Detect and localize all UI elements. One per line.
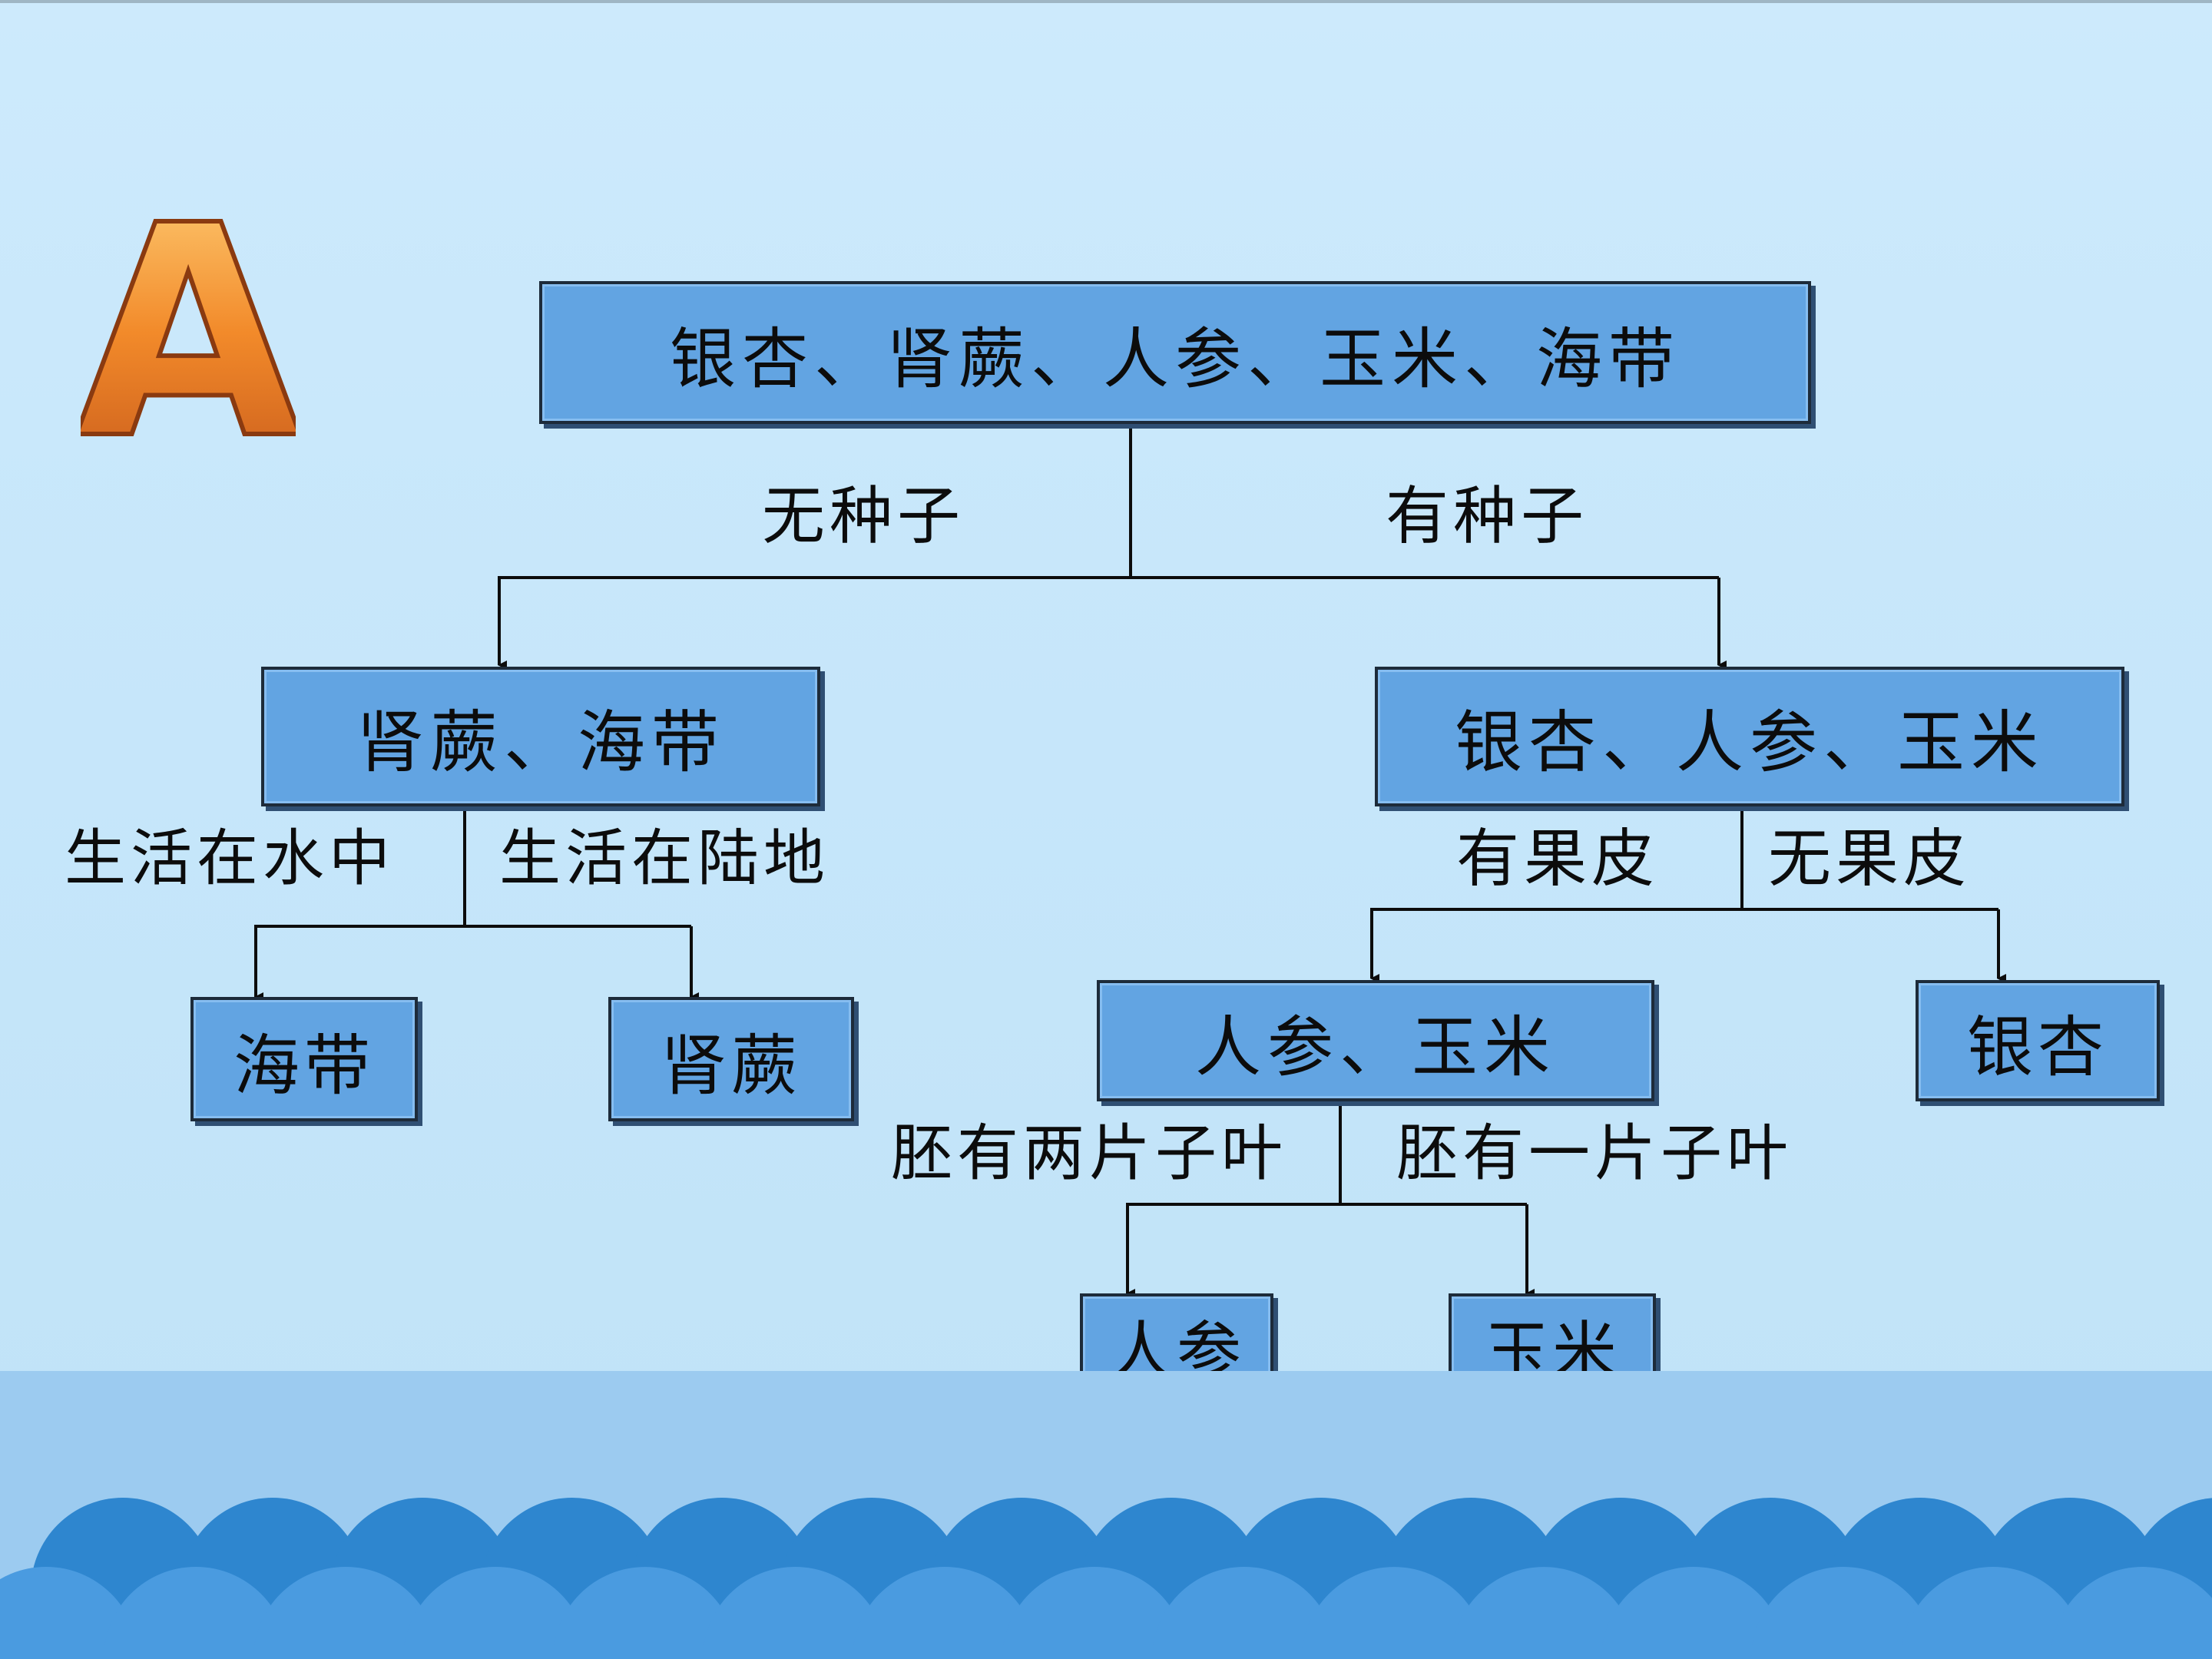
node-fern-label: 肾蕨 — [661, 1027, 802, 1104]
top-border — [0, 0, 2212, 3]
root-node-label: 银杏、肾蕨、人参、玉米、海带 — [670, 320, 1681, 398]
root-node: 银杏、肾蕨、人参、玉米、海带 — [539, 281, 1811, 424]
edge-label-has-peel: 有果皮 — [1456, 823, 1660, 896]
node-seedless: 肾蕨、海带 — [261, 667, 820, 806]
edge-label-has-seed: 有种子 — [1386, 480, 1589, 553]
edge-label-one-cotyledon: 胚有一片子叶 — [1396, 1118, 1793, 1189]
node-kelp: 海带 — [190, 997, 418, 1121]
node-fern: 肾蕨 — [608, 997, 854, 1121]
node-fruit-peel-label: 人参、玉米 — [1195, 1008, 1556, 1086]
edge-label-in-water: 生活在水中 — [65, 823, 395, 894]
wave-pattern — [0, 1498, 2212, 1659]
edge-label-on-land: 生活在陆地 — [499, 823, 830, 894]
edge-label-no-peel: 无果皮 — [1768, 823, 1972, 896]
node-kelp-label: 海带 — [233, 1027, 375, 1104]
letter-a-text: A — [81, 207, 296, 453]
node-seedless-label: 肾蕨、海带 — [356, 702, 725, 782]
edge-label-no-seed: 无种子 — [762, 480, 965, 553]
node-ginkgo-label: 银杏 — [1967, 1008, 2108, 1086]
node-seeded: 银杏、人参、玉米 — [1375, 667, 2124, 806]
edge-label-two-cotyledons: 胚有两片子叶 — [891, 1118, 1287, 1189]
letter-a-badge: A — [81, 207, 296, 453]
node-seeded-label: 银杏、人参、玉米 — [1454, 702, 2045, 782]
node-ginkgo: 银杏 — [1916, 980, 2160, 1101]
node-fruit-peel: 人参、玉米 — [1097, 980, 1654, 1101]
